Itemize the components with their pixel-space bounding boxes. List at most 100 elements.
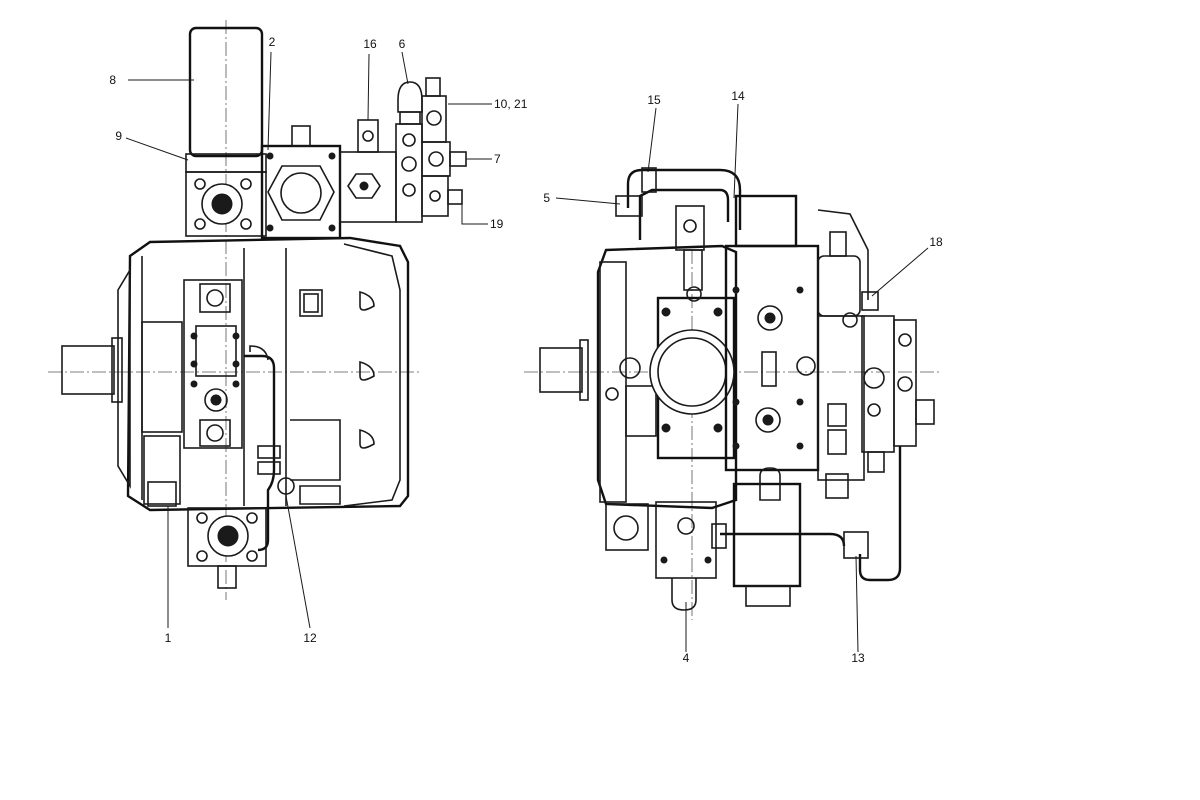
- left-filter-bolt-3: [266, 224, 274, 232]
- right-fitting-13: [843, 531, 869, 559]
- right-regulator-14: [724, 244, 820, 472]
- callout-4: 4: [683, 651, 690, 665]
- right-regulator-bolt-4: [796, 398, 804, 406]
- right-main-port: [649, 329, 735, 415]
- leader-14: [733, 103, 739, 199]
- callout-13: 13: [851, 651, 865, 665]
- callout-14: 14: [731, 89, 745, 103]
- left-manifold-hex: [347, 173, 381, 199]
- left-valve-lower: [421, 175, 449, 217]
- left-control-port-bottom: [199, 419, 231, 447]
- right-bottom-filter-cap: [745, 585, 791, 607]
- right-view: 15 14 5 18 4 13: [524, 89, 943, 665]
- leader-5: [555, 197, 621, 205]
- left-lower-rib: [290, 419, 341, 481]
- leader-15: [647, 107, 657, 173]
- left-bolt-3: [232, 332, 240, 340]
- callout-15: 15: [647, 93, 661, 107]
- right-far-plug: [915, 399, 935, 425]
- leader-6: [401, 51, 409, 85]
- right-valve-fitting-3: [825, 473, 849, 499]
- right-far-stack: [893, 319, 917, 447]
- callout-8: 8: [109, 73, 116, 87]
- left-bottom-flange-bolt-3: [196, 550, 208, 562]
- callout-5: 5: [543, 191, 550, 205]
- right-valve-4-bolt-2: [704, 556, 712, 564]
- left-control-port-bottom-bore: [206, 424, 224, 442]
- right-valve-fitting-1: [827, 403, 847, 427]
- right-regulator-bolt-5: [732, 442, 740, 450]
- right-lower-hose: [858, 446, 902, 582]
- right-hose-15: [626, 168, 742, 230]
- left-flange-pad: [141, 321, 183, 433]
- right-fitting-5: [615, 195, 643, 217]
- left-bottom-flange-bolt-1: [196, 512, 208, 524]
- right-port-bolt-4: [713, 423, 723, 433]
- left-control-port-mid: [204, 388, 228, 412]
- left-valve-stack-port-1: [402, 133, 416, 147]
- leader-13: [855, 555, 859, 653]
- right-drive-shaft: [539, 347, 583, 393]
- left-valve-19: [447, 189, 463, 205]
- leader-18: [871, 247, 929, 297]
- right-top-stem-port: [686, 286, 702, 302]
- right-port-bolt-2: [713, 307, 723, 317]
- right-valve-4-port-1: [677, 517, 695, 535]
- right-far-stack-port-1: [898, 333, 912, 347]
- left-bottom-drain: [217, 565, 237, 589]
- right-flange-bolt-1: [619, 357, 641, 379]
- right-shaft-collar: [579, 339, 589, 401]
- left-manifold-hex-core: [359, 181, 369, 191]
- left-bolt-2: [190, 360, 198, 368]
- left-valve-7: [421, 141, 451, 177]
- left-control-block: [183, 279, 243, 449]
- left-rib-3: [359, 428, 375, 449]
- left-side-plug-inner: [303, 293, 319, 313]
- callout-18: 18: [929, 235, 943, 249]
- callout-10-21: 10, 21: [494, 97, 528, 111]
- leader-12: [285, 495, 311, 629]
- right-valve-4: [655, 501, 717, 579]
- callout-1: 1: [165, 631, 172, 645]
- right-top-valve-port: [683, 219, 697, 233]
- right-hose-15-inner: [638, 188, 730, 240]
- right-valve-outline: [817, 209, 869, 300]
- right-bottom-plug: [759, 467, 781, 501]
- left-valve-stack: [395, 123, 423, 223]
- left-rib-2: [359, 360, 375, 381]
- right-top-stem: [683, 249, 703, 291]
- leader-2: [267, 51, 272, 151]
- left-filter-bolt-4: [328, 224, 336, 232]
- right-regulator-port-3: [755, 407, 781, 433]
- left-bottom-flange-bolt-2: [246, 512, 258, 524]
- right-valve-cylinder: [817, 255, 861, 317]
- left-bottom-flange-port-core: [217, 525, 239, 547]
- right-regulator-bolt-3: [732, 398, 740, 406]
- right-valve-fitting-2: [827, 429, 847, 455]
- callout-6: 6: [399, 37, 406, 51]
- left-rear-cover: [343, 243, 401, 507]
- left-foot: [299, 485, 341, 505]
- right-bottom-foot-bolt: [613, 515, 639, 541]
- callout-12: 12: [303, 631, 317, 645]
- right-valve-body: [817, 315, 865, 481]
- left-bottom-flange-bolt-4: [246, 550, 258, 562]
- right-far-stack-port-2: [897, 376, 913, 392]
- right-regulator-slot: [761, 351, 777, 387]
- right-flange-edge: [599, 261, 627, 503]
- left-valve-6-neck: [399, 111, 421, 125]
- right-hose-clamp: [641, 167, 657, 193]
- left-valve-16: [357, 119, 379, 153]
- left-drive-shaft: [61, 345, 115, 395]
- right-regulator-port-2: [796, 356, 816, 376]
- callout-9: 9: [115, 129, 122, 143]
- left-filter-block-2: [260, 144, 342, 240]
- left-valve-6-cap: [397, 81, 423, 113]
- left-control-port-top: [199, 283, 231, 313]
- right-regulator-port-1: [757, 305, 783, 331]
- right-far-port-2: [867, 403, 881, 417]
- right-valve-4-side: [711, 523, 727, 549]
- left-lower-boss: [147, 481, 177, 507]
- right-bottom-foot: [605, 503, 649, 551]
